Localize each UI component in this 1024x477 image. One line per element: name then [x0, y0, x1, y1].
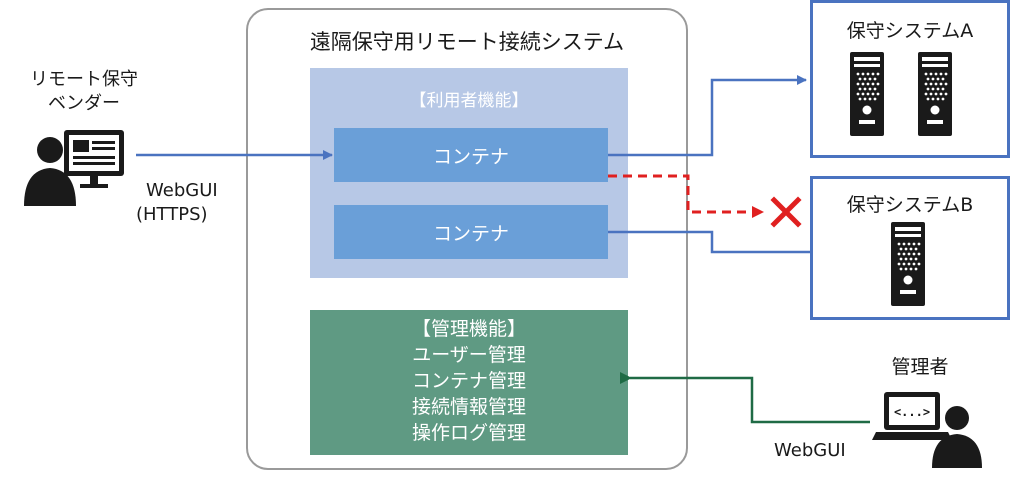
system-b-label: 保守システムB — [846, 194, 974, 216]
container-2: コンテナ — [334, 205, 608, 259]
user-function-label: 【利用者機能】 — [409, 91, 529, 111]
admin-person-icon — [932, 406, 982, 468]
blocked-connection-arrow — [608, 174, 764, 218]
server-icon-a1 — [850, 52, 884, 136]
server-icon-a2 — [918, 52, 952, 136]
vendor-protocol-line2: (HTTPS) — [136, 204, 208, 225]
admin-protocol: WebGUI — [774, 440, 846, 461]
admin-label: 管理者 — [891, 356, 949, 378]
monitor-icon — [64, 130, 124, 188]
vendor-label-line2: ベンダー — [48, 93, 120, 114]
admin-item-user: ユーザー管理 — [412, 344, 526, 366]
system-a-label: 保守システムA — [846, 20, 974, 42]
container-1: コンテナ — [334, 128, 608, 182]
server-icon-b — [891, 222, 925, 306]
vendor-label-line1: リモート保守 — [30, 69, 138, 90]
container2-to-system-b-line — [608, 230, 810, 254]
laptop-icon — [872, 392, 952, 440]
vendor-person-icon — [24, 137, 76, 206]
admin-function-area: 【管理機能】 ユーザー管理 コンテナ管理 接続情報管理 操作ログ管理 — [310, 310, 628, 455]
system-title: 遠隔保守用リモート接続システム — [309, 30, 625, 54]
maintenance-system-a — [810, 0, 1010, 158]
admin-item-log: 操作ログ管理 — [411, 422, 526, 444]
container-2-label: コンテナ — [432, 222, 509, 245]
container-1-label: コンテナ — [432, 145, 509, 168]
container1-to-system-a-arrow — [608, 75, 807, 157]
blocked-x-icon — [770, 196, 802, 228]
admin-function-label: 【管理機能】 — [411, 318, 526, 340]
code-screen-text: <...> — [894, 405, 930, 419]
admin-item-container: コンテナ管理 — [411, 370, 526, 392]
admin-item-connection: 接続情報管理 — [411, 396, 526, 418]
vendor-protocol-line1: WebGUI — [146, 180, 218, 201]
admin-to-management-arrow — [620, 372, 870, 424]
